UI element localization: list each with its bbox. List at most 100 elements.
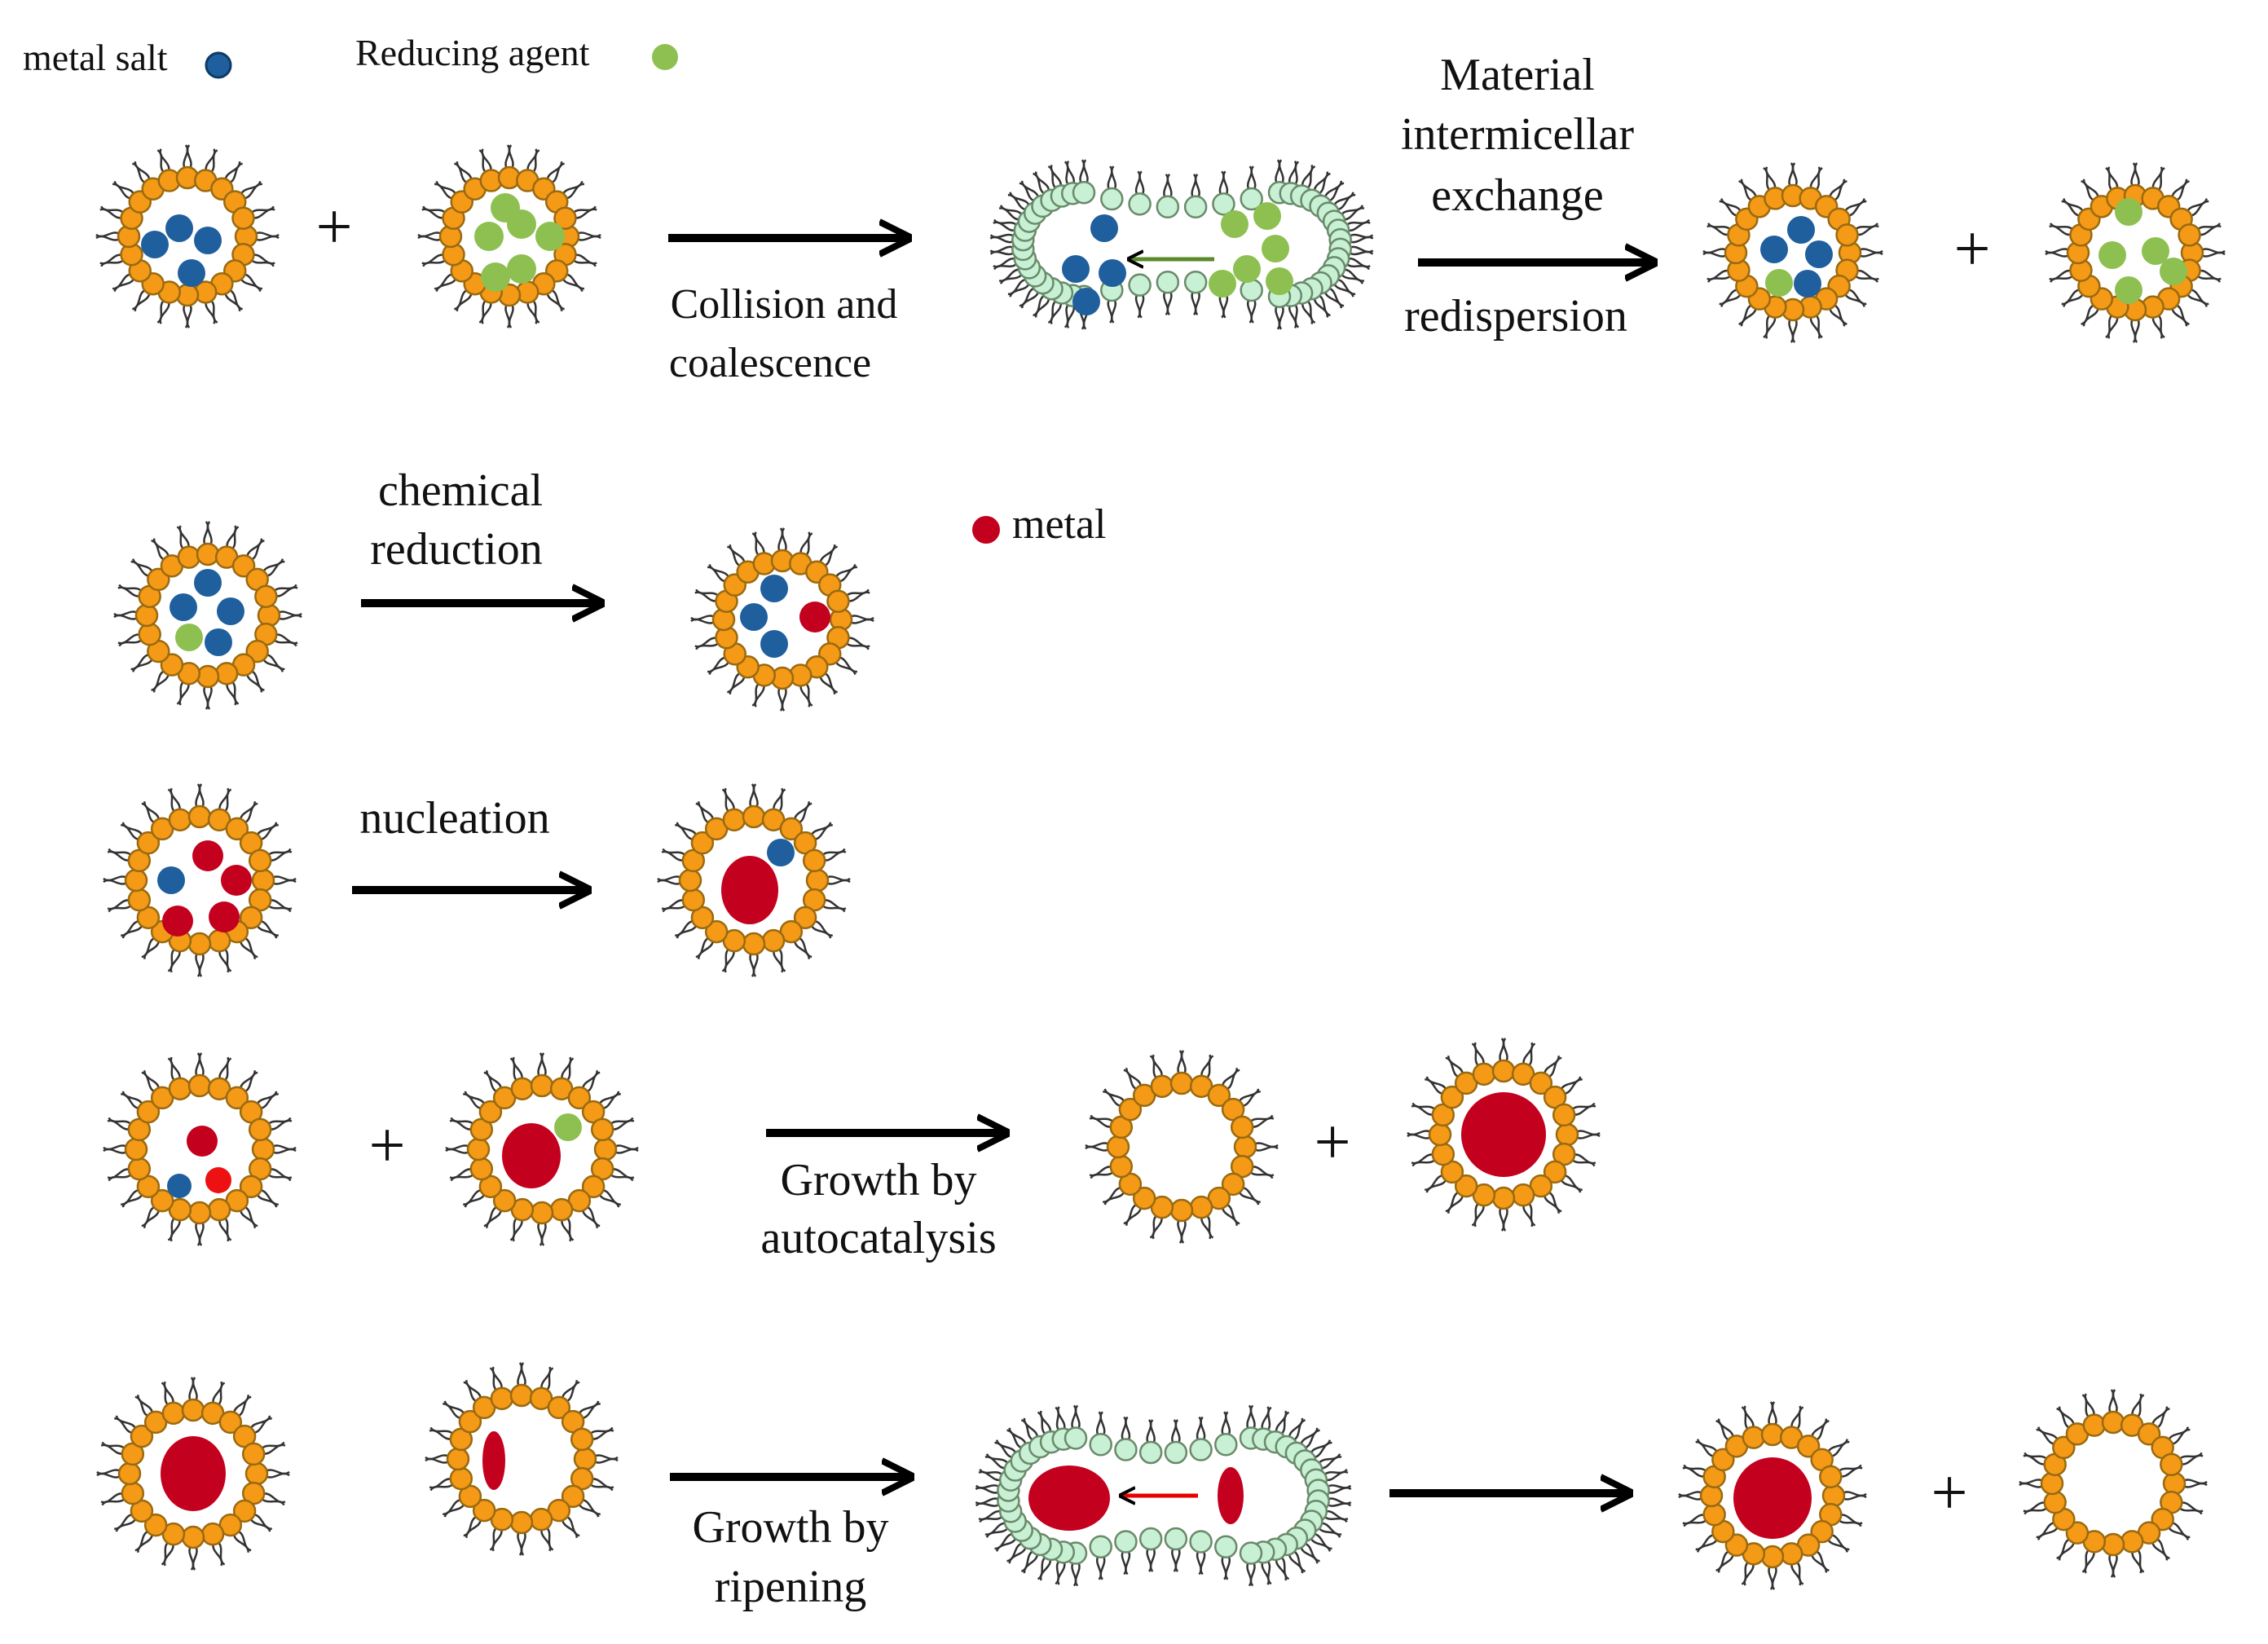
surfactant-tail: [975, 1497, 1001, 1505]
surfactant-head: [2040, 1471, 2064, 1496]
surfactant-tail: [1312, 1441, 1332, 1459]
surfactant-tail: [837, 656, 858, 673]
reduction-label-line1: chemical: [378, 465, 543, 516]
surfactant-head: [1138, 1527, 1163, 1551]
surfactant-head: [1702, 1502, 1726, 1527]
row-1-intermicellar-exchange: + Collision and coalescence Material i: [95, 50, 2226, 386]
surfactant-tail: [121, 824, 141, 841]
surfactant-tail: [134, 161, 151, 182]
metal-particle: [209, 901, 240, 932]
surfactant-tail: [1562, 1078, 1583, 1095]
surfactant-tail: [1543, 1056, 1560, 1076]
surfactant-head: [1169, 1071, 1194, 1095]
metal-particle: [187, 1126, 218, 1157]
surfactant-tail: [509, 1215, 519, 1241]
surfactant-tail: [1196, 1549, 1202, 1576]
surfactant-head: [1183, 195, 1208, 219]
micelle-empty: [1085, 1050, 1279, 1244]
nucleation-label: nucleation: [359, 793, 549, 844]
surfactant-head: [826, 589, 850, 614]
reducing-agent-particle: [2098, 241, 2126, 269]
surfactant-tail: [1149, 1213, 1159, 1239]
surfactant-head: [561, 1484, 585, 1509]
surfactant-head: [1821, 1483, 1846, 1508]
surfactant-tail: [2081, 1548, 2091, 1573]
surfactant-tail: [1543, 1193, 1560, 1214]
surfactant-head: [1138, 1440, 1163, 1465]
surfactant-head: [547, 1395, 571, 1420]
surfactant-tail: [465, 1380, 482, 1400]
surfactant-shell: [446, 1383, 597, 1535]
micelle-after-reduction: [690, 527, 874, 712]
surfactant-tail: [425, 1454, 451, 1461]
metal-salt-particle: [194, 227, 222, 254]
surfactant-tail: [1447, 1193, 1464, 1214]
surfactant-head: [245, 639, 269, 663]
surfactant-head: [218, 1410, 243, 1435]
surfactant-tail: [1829, 1533, 1850, 1551]
surfactant-tail: [100, 205, 126, 215]
surfactant-tail: [114, 1513, 134, 1530]
surfactant-tail: [1125, 1416, 1131, 1443]
surfactant-tail: [588, 1482, 614, 1492]
surfactant-tail: [1695, 1533, 1716, 1551]
surfactant-tail: [1719, 200, 1740, 218]
metal-nanoparticle: [1028, 1465, 1110, 1531]
metal-legend-dot: [972, 516, 1000, 544]
surfactant-tail: [695, 588, 720, 598]
surfactant-tail: [2082, 179, 2100, 200]
surfactant-tail: [209, 149, 218, 174]
surfactant-head: [2160, 1452, 2183, 1477]
surfactant-tail: [1810, 1418, 1828, 1439]
surfactant-head: [1819, 1465, 1843, 1489]
surfactant-tail: [434, 273, 455, 290]
surfactant-tail: [813, 919, 833, 937]
surfactant-tail: [1322, 1514, 1348, 1523]
surfactant-tail: [1829, 1440, 1850, 1458]
surfactant-head: [492, 1188, 517, 1213]
surfactant-tail: [561, 1518, 578, 1538]
surfactant-tail: [544, 1367, 554, 1393]
surfactant-head: [793, 906, 817, 930]
surfactant-head: [805, 868, 830, 893]
surfactant-head: [1114, 1438, 1138, 1461]
surfactant-tail: [844, 641, 870, 650]
plus-sign: +: [368, 1110, 405, 1182]
surfactant-head: [469, 1157, 494, 1181]
reduction-label-line2: reduction: [370, 524, 542, 575]
surfactant-tail: [781, 527, 787, 553]
surfactant-tail: [276, 614, 302, 620]
surfactant-tail: [1348, 236, 1374, 244]
reducing-agent-particle: [1221, 210, 1249, 238]
surfactant-tail: [1171, 1546, 1178, 1572]
surfactant-head: [1132, 1186, 1156, 1210]
surfactant-head: [1212, 192, 1235, 216]
surfactant-tail: [994, 1532, 1015, 1550]
surfactant-head: [1189, 1530, 1213, 1554]
surfactant-tail: [580, 1403, 601, 1420]
surfactant-tail: [1071, 1560, 1077, 1587]
surfactant-head: [802, 848, 826, 873]
surfactant-tail: [1096, 1554, 1103, 1580]
surfactant-tail: [698, 939, 715, 959]
reducing-agent-particle: [2142, 237, 2169, 265]
surfactant-tail: [613, 1148, 639, 1154]
micelle-growing-nucleus: [445, 1052, 639, 1246]
surfactant-tail: [540, 1052, 547, 1078]
surfactant-head: [1779, 1542, 1803, 1566]
surfactant-tail: [675, 824, 695, 841]
surfactant-shell: [438, 165, 580, 307]
surfactant-tail: [258, 1093, 279, 1110]
surfactant-tail: [1278, 159, 1284, 186]
surfactant-tail: [1163, 289, 1169, 316]
exchange-label-line1: Material: [1440, 50, 1595, 100]
surfactant-tail: [1763, 313, 1773, 339]
surfactant-tail: [729, 544, 746, 565]
surfactant-tail: [161, 1540, 170, 1566]
reducing-agent-particle: [474, 222, 504, 251]
surfactant-tail: [465, 1518, 482, 1538]
surfactant-tail: [245, 672, 263, 693]
surfactant-head: [231, 206, 255, 231]
surfactant-tail: [777, 788, 786, 814]
surfactant-shell: [711, 549, 853, 690]
